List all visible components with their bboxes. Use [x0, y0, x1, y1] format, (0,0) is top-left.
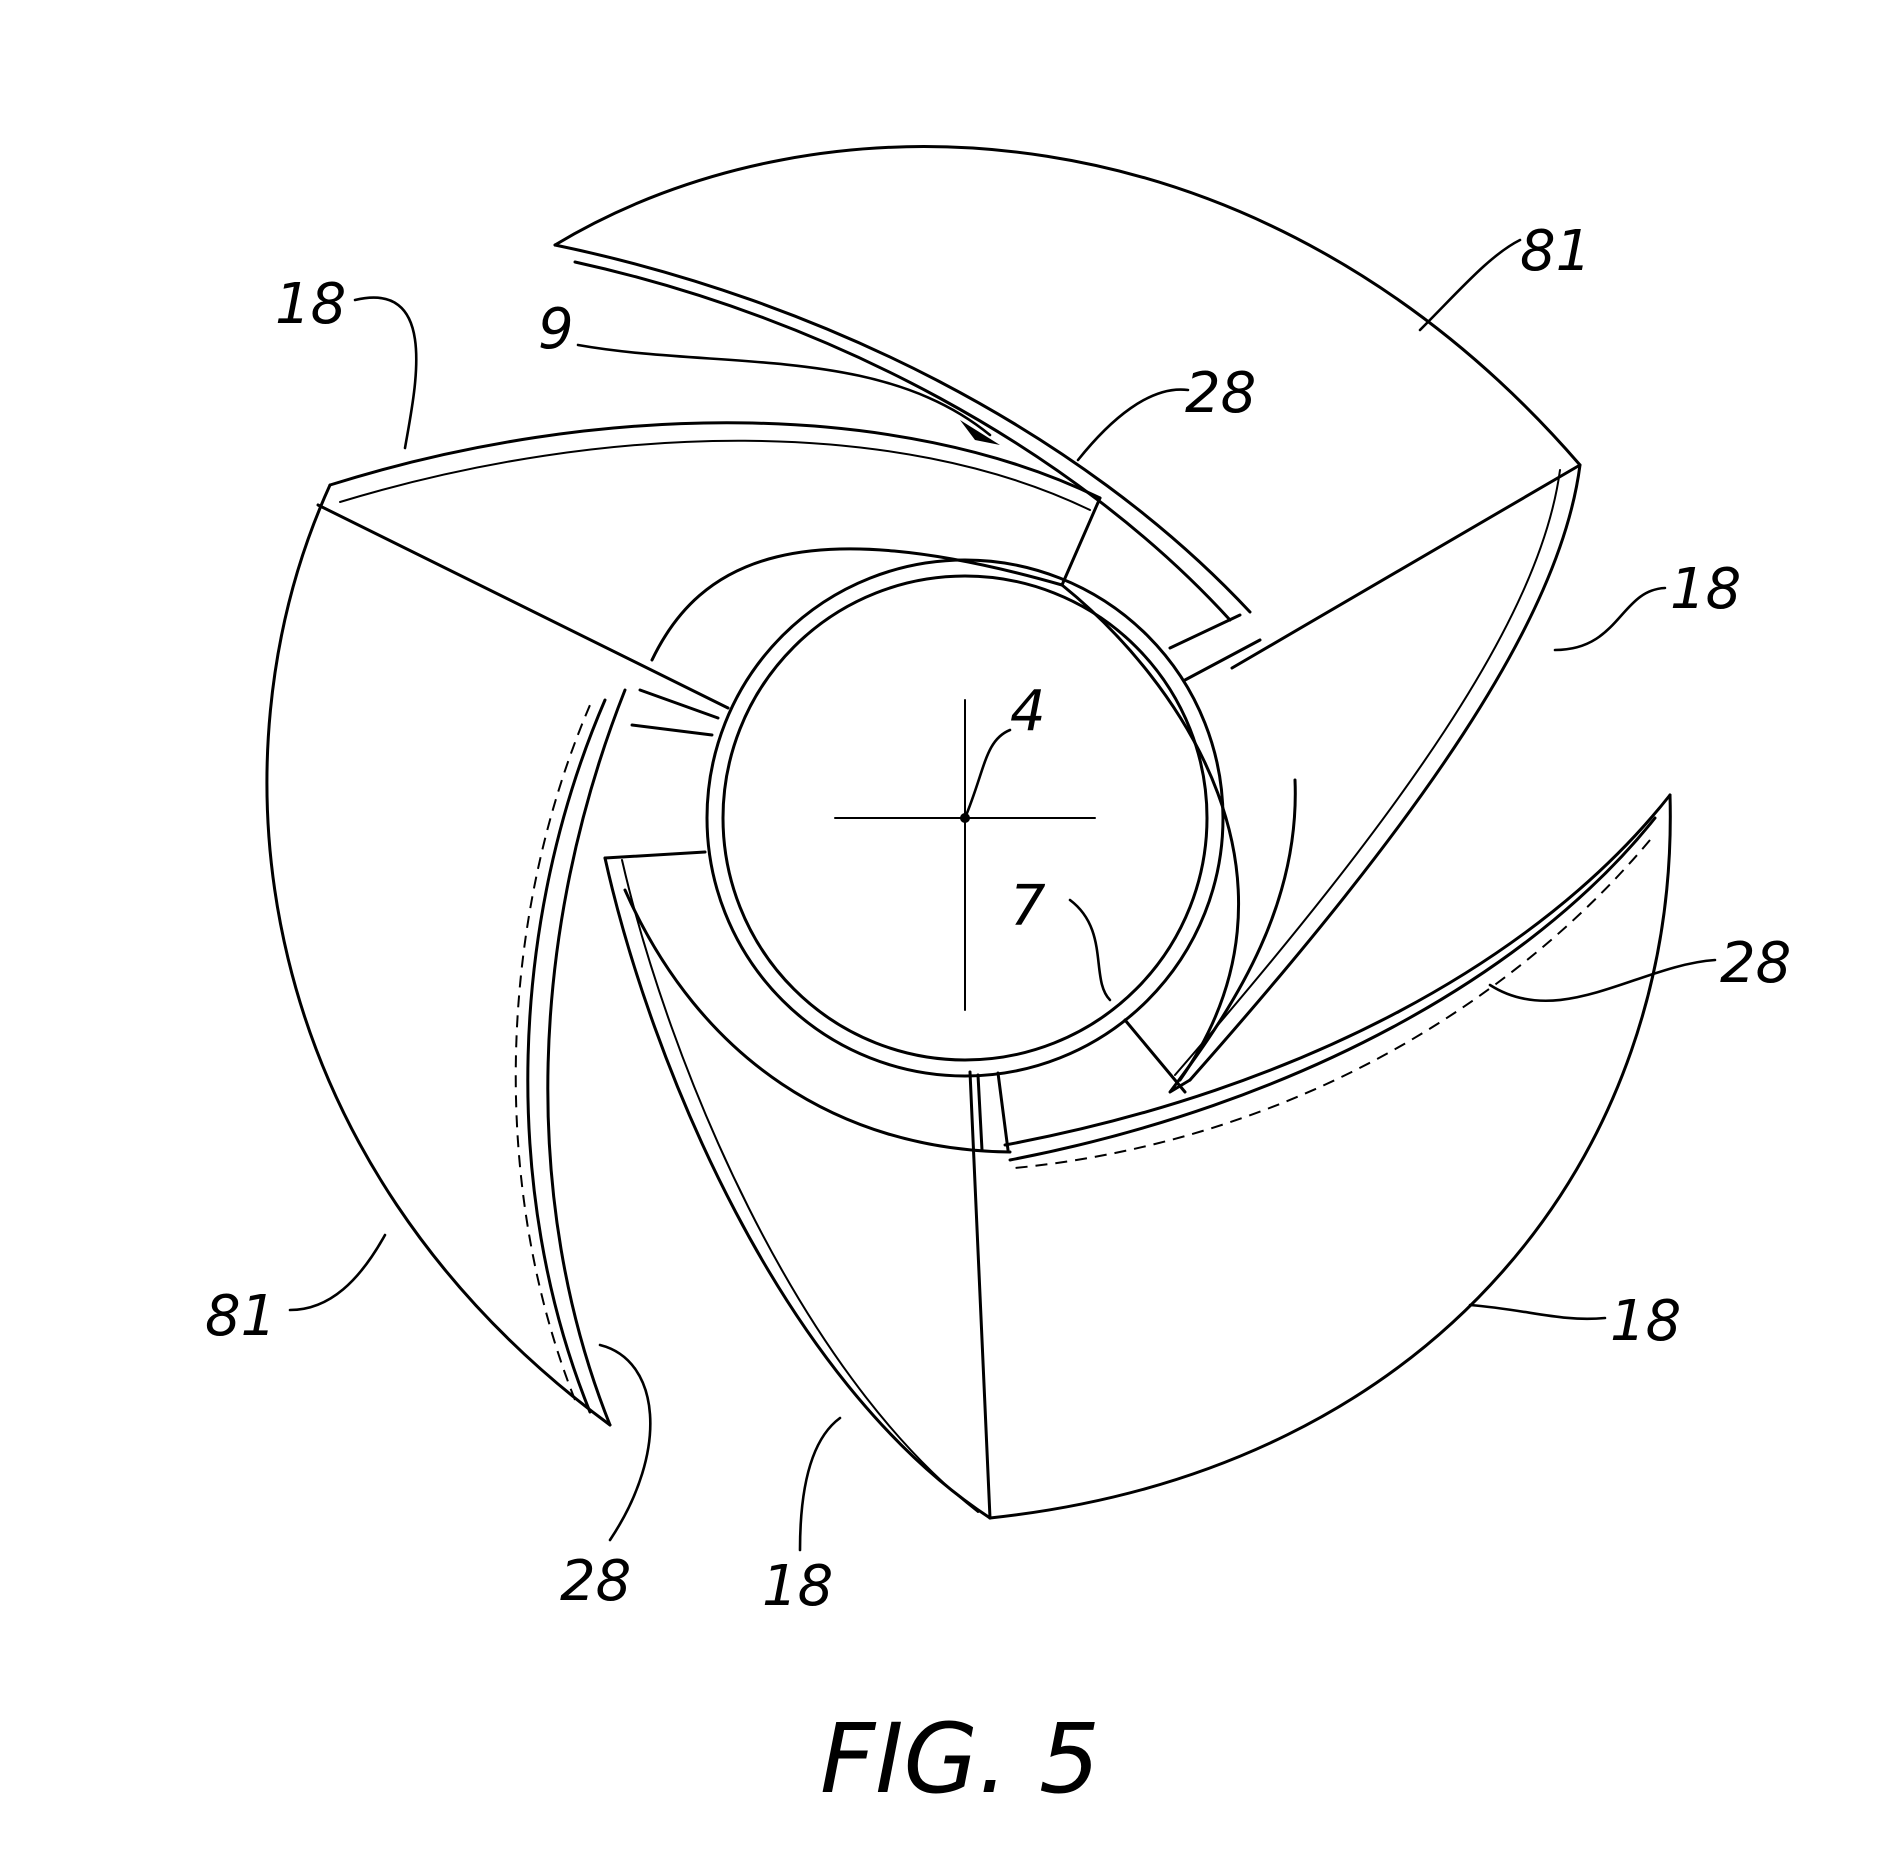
label-28-right: 28: [1720, 931, 1791, 996]
blade-left-inner: [526, 698, 607, 1414]
leader-lines: [288, 238, 1717, 1552]
leader-18-bottom: [798, 1416, 842, 1552]
label-4: 4: [1010, 679, 1046, 744]
hub-shoulder: [1060, 583, 1241, 1082]
blade-left-edge: [514, 704, 591, 1401]
hub-key-upper-right: [1168, 613, 1262, 682]
label-18-bottom: 18: [762, 1554, 833, 1619]
arrow-head-9: [960, 420, 1000, 445]
leader-9-arrow: [576, 343, 992, 437]
label-81-left: 81: [205, 1284, 276, 1349]
blade-bottom-spine: [968, 1070, 992, 1520]
blade-right: [1188, 463, 1582, 1082]
blade-lower-right-edge: [1014, 839, 1651, 1169]
blade-top-left-inner: [339, 439, 1091, 511]
blade-upper-right-front: [553, 243, 1252, 614]
leader-28-top: [1076, 388, 1190, 462]
blade-left: [265, 483, 612, 1427]
leader-81-left: [288, 1233, 387, 1312]
blade-bottom-inner: [621, 859, 979, 1513]
blade-lower-right: [988, 793, 1672, 1520]
blade-top-left: [328, 421, 1102, 500]
blade-lower-right-inner: [1008, 816, 1657, 1162]
leader-28-bottom: [598, 1343, 652, 1542]
leader-81-top: [1418, 238, 1522, 332]
leader-7: [1068, 898, 1112, 1002]
leader-18-lower-right: [1468, 1303, 1607, 1321]
hub-key-left: [630, 688, 720, 737]
center-crosshair: [834, 699, 1096, 1011]
reference-labels: 18 9 81 28 18 28 18 81 28 18 4 7: [205, 219, 1791, 1619]
leader-4: [963, 728, 1012, 820]
hub-shoulder-lower: [623, 888, 1012, 1154]
blade-bottom: [603, 856, 992, 1520]
blade-upper-right-inner: [573, 260, 1232, 622]
label-81-top: 81: [1520, 219, 1591, 284]
hub-shoulder-left: [650, 547, 1064, 662]
blade-top-left-root: [1060, 496, 1102, 587]
label-28-bottom: 28: [560, 1549, 631, 1614]
label-18-lower-right: 18: [1610, 1289, 1681, 1354]
blade-left-front: [546, 688, 627, 1427]
label-18-right: 18: [1670, 557, 1741, 622]
hub-key-lower-right: [1123, 1018, 1187, 1094]
blade-upper-right: [553, 145, 1582, 670]
label-18-top-left: 18: [275, 272, 346, 337]
figure-caption: FIG. 5: [820, 1703, 1100, 1815]
leader-28-right: [1488, 958, 1717, 1003]
hub-outer-ring: [705, 558, 1225, 1078]
label-7: 7: [1010, 874, 1046, 939]
hub: [623, 547, 1262, 1154]
leader-18-top-left: [353, 296, 418, 450]
blade-right-inner: [1174, 469, 1561, 1076]
hub-inner-ring: [721, 574, 1209, 1062]
leader-18-right: [1553, 586, 1667, 652]
blade-right-root: [1168, 778, 1297, 1094]
label-9: 9: [538, 297, 574, 362]
impeller-blades: [265, 145, 1672, 1520]
blade-bottom-root: [603, 850, 707, 860]
blade-lower-right-front: [1003, 793, 1672, 1147]
hub-key-bottom: [976, 1071, 1010, 1152]
blade-top-left-radial: [316, 503, 730, 710]
label-28-top: 28: [1185, 361, 1256, 426]
